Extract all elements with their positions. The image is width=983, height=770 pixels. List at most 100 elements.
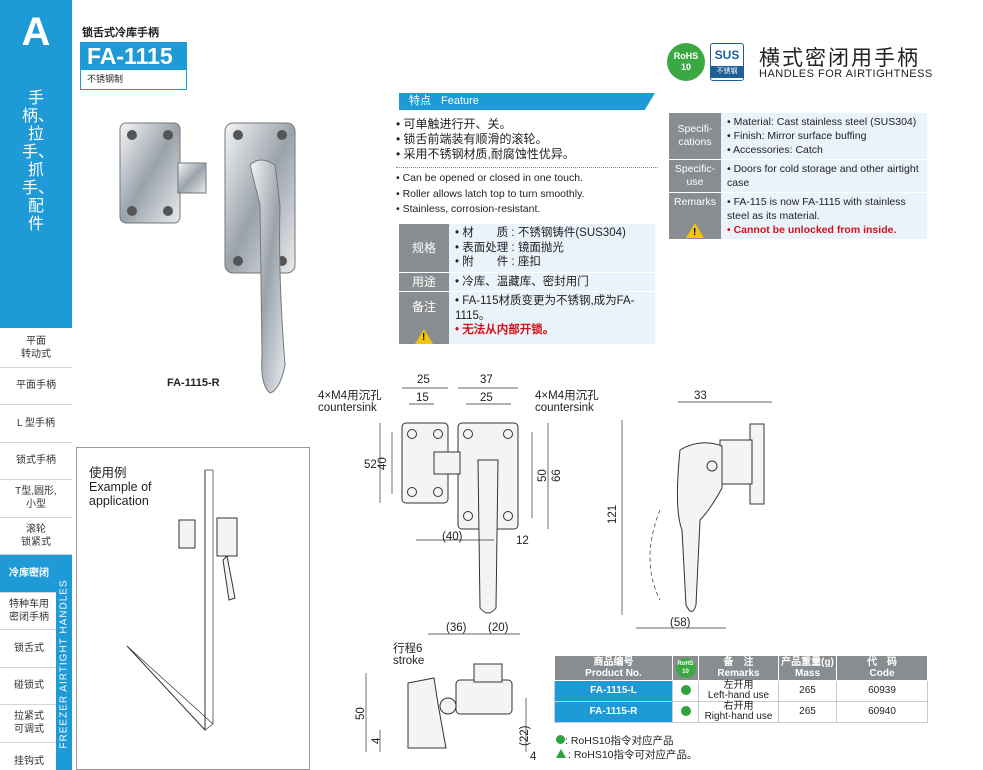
dim-66: 66 [551,469,563,482]
sidebar-item-vehicle-airtight[interactable]: 特种车用 密闭手柄 [0,593,72,630]
spec-table-en: Specifi- cations Material: Cast stainles… [669,113,927,240]
remark-label-cell: Remarks [669,193,721,239]
dim-52: 52 [364,459,377,471]
cell-code: 60939 [836,680,928,702]
rohs-legend: : RoHS10指令对应产品 : RoHS10指令可对应产品。 [556,734,698,762]
sidebar-item-lock-handle[interactable]: 锁式手柄 [0,443,72,480]
spec-value: Material: Cast stainless steel (SUS304) … [721,113,927,159]
rohs-badge-icon: RoHS 10 [667,43,705,81]
warning-text: Cannot be unlocked from inside. [727,223,921,237]
sidebar-item-l-handle[interactable]: L 型手柄 [0,405,72,443]
feature-item: 采用不锈钢材质,耐腐蚀性优异。 [396,147,575,162]
feature-list-en: Can be opened or closed in one touch. Ro… [396,171,585,218]
model-material: 不锈钢制 [87,74,124,84]
dim-40-ref: (40) [442,531,463,543]
cell-rohs [672,701,699,723]
spec-value: 材 质 : 不锈钢铸件(SUS304) 表面处理 : 镜面抛光 附 件 : 座扣 [449,224,655,272]
sidebar-nav: 平面 转动式 平面手柄 L 型手柄 锁式手柄 T型,圆形, 小型 滚轮 锁紧式 … [0,330,72,770]
example-box: 使用例 Example of application [76,447,310,770]
handle-profile [455,679,513,715]
remark-value: FA-115材质变更为不锈钢,成为FA-1115。 无法从内部开锁。 [449,292,655,344]
countersink-label-left: 4×M4用沉孔 countersink [318,390,382,414]
sidebar-item-hook-type[interactable]: 挂钩式 [14,755,44,767]
remark-label-cell: 备注 [399,292,449,344]
th-rohs: RoHS 10 [672,655,699,681]
sidebar-item-t-round-small[interactable]: T型,圆形, 小型 [0,480,72,518]
example-title: 使用例 Example of application [89,466,152,508]
spec-line: Material: Cast stainless steel (SUS304) [727,115,921,129]
remark-text: FA-115 is now FA-1115 with stainless ste… [727,195,921,223]
spec-table-cn: 规格 材 质 : 不锈钢铸件(SUS304) 表面处理 : 镜面抛光 附 件 :… [399,224,655,345]
warning-icon [686,223,704,239]
warning-text: 无法从内部开锁。 [455,323,649,338]
dim-12: 12 [516,535,529,547]
spec-line: 材 质 : 不锈钢铸件(SUS304) [455,226,649,241]
sidebar-item-roller-lock[interactable]: 滚轮 锁紧式 [0,518,72,555]
sidebar-item-plane-handle[interactable]: 平面手柄 [0,368,72,405]
sidebar-item-latch-type[interactable]: 锁舌式 [0,630,72,668]
sus-badge-icon: SUS 不锈钢 [710,43,744,81]
green-dot-icon [556,735,565,744]
feature-item: Roller allows latch top to turn smoothly… [396,187,585,203]
spec-line: 附 件 : 座扣 [455,255,649,270]
th-mass: 产品重量(g)Mass [778,655,837,681]
photo-caption: FA-1115-R [167,377,220,389]
dim-58: (58) [670,617,691,629]
example-illustration [126,469,238,732]
legend-tri-text: : RoHS10指令可对应产品。 [568,749,698,761]
stroke-label: 行程6 stroke [393,643,425,667]
side-lever [676,442,723,612]
dim-15: 15 [416,392,429,404]
sus-label: SUS [714,48,740,62]
sus-sub-label: 不锈钢 [711,66,743,78]
feature-item: Can be opened or closed in one touch. [396,171,584,187]
catch-profile [407,677,447,749]
feature-bar-cn: 特点 [409,95,431,107]
sidebar-item-plane-rotary[interactable]: 平面 转动式 [0,330,72,368]
green-triangle-icon [556,749,566,758]
feature-divider [396,167,658,168]
feature-item: 可单触进行开、关。 [396,117,575,132]
cell-product-no: FA-1115-R [554,701,673,723]
spec-row: 规格 材 质 : 不锈钢铸件(SUS304) 表面处理 : 镜面抛光 附 件 :… [399,224,655,273]
spec-line: Finish: Mirror surface buffing [727,129,921,143]
dim-36: (36) [446,622,467,634]
spec-line: Accessories: Catch [727,143,921,157]
legend-dot-text: : RoHS10指令对应产品 [565,735,674,747]
model-box: FA-1115 不锈钢制 [80,42,187,90]
use-row: Specific- use Doors for cold storage and… [669,160,927,193]
dim-50: 50 [537,469,549,482]
sidebar-item-tension-adjustable[interactable]: 拉紧式 可调式 [0,705,72,743]
use-value: 冷库、温藏库、密封用门 [449,272,655,291]
spec-line: 表面处理 : 镜面抛光 [455,241,649,256]
cell-mass: 265 [778,680,837,702]
handle-lever [477,459,499,614]
sidebar: A 手柄、拉手、抓手、配件 平面 转动式 平面手柄 L 型手柄 锁式手柄 T型,… [0,0,72,770]
use-label: 用途 [399,272,449,291]
cell-mass: 265 [778,701,837,723]
spec-label: Specifi- cations [669,113,721,159]
remark-row: 备注 FA-115材质变更为不锈钢,成为FA-1115。 无法从内部开锁。 [399,292,655,345]
remark-label: Remarks [673,196,716,208]
cell-rohs [672,680,699,702]
bottom-view-drawing: (36) (20) 50 4 (22) 4 [355,622,537,763]
sidebar-header: A 手柄、拉手、抓手、配件 [0,0,72,328]
cell-code: 60940 [836,701,928,723]
dim-121: 121 [607,505,619,524]
rohs-dot-icon [680,705,691,716]
use-label: Specific- use [669,160,721,192]
side-view-drawing: 33 121 (58) [607,390,772,629]
spec-row: Specifi- cations Material: Cast stainles… [669,113,927,160]
dim-4b: 4 [530,751,537,763]
dim-25: 25 [417,374,430,386]
dim-25b: 25 [480,392,493,404]
rohs-mini-icon: RoHS 10 [675,658,696,678]
sidebar-item-catch-type[interactable]: 碰锁式 [0,668,72,705]
dim-37: 37 [480,374,493,386]
rohs-dot-icon [680,684,691,695]
